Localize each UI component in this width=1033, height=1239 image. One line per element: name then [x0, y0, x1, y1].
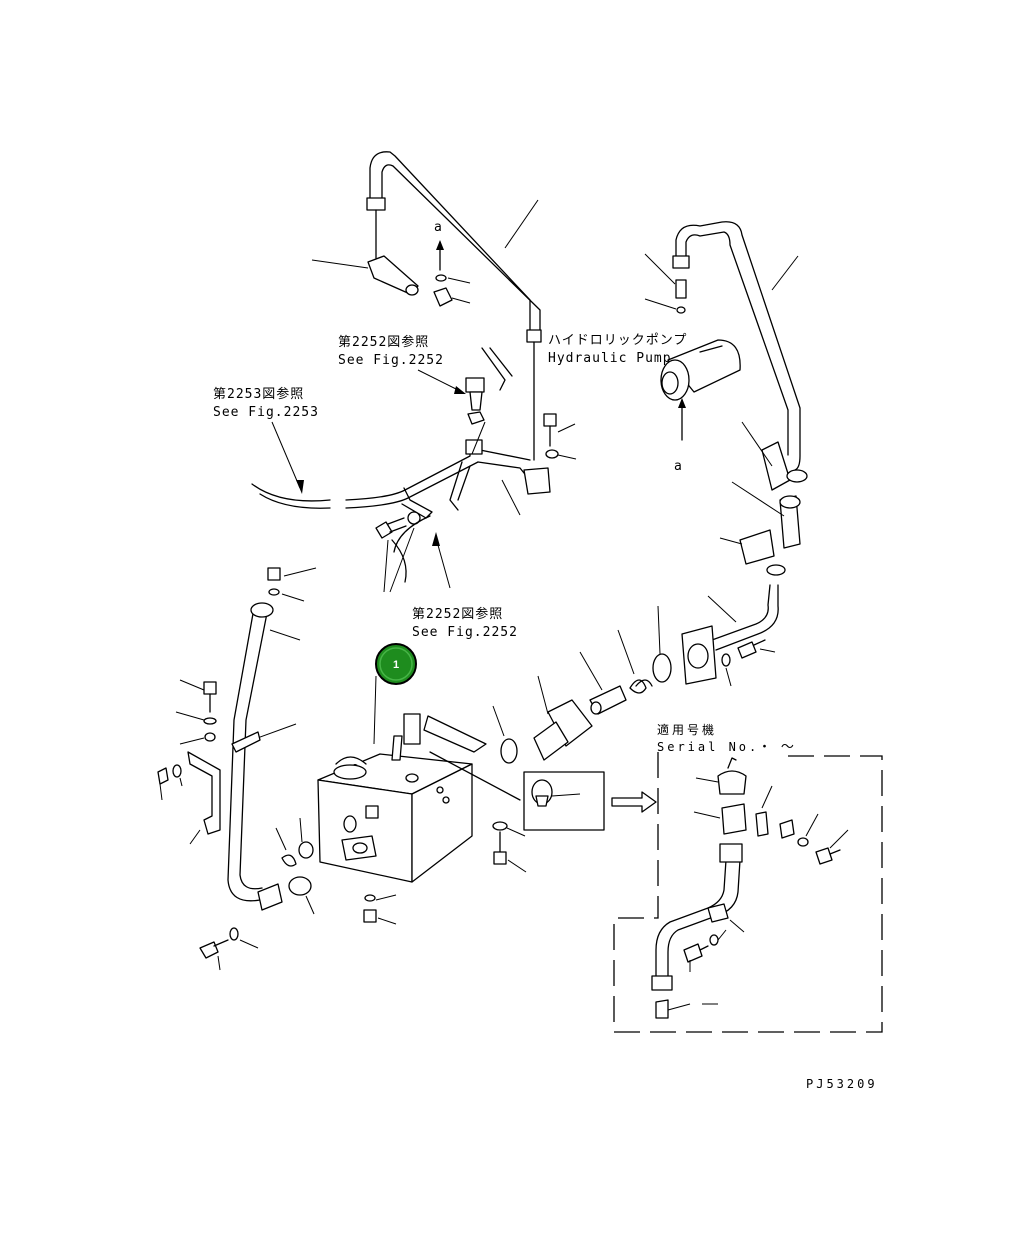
- sensor-detail: [523, 771, 657, 831]
- left-return-pipe: [227, 567, 317, 911]
- marker-a-top: a: [433, 220, 471, 307]
- callout-1-circle[interactable]: [375, 643, 417, 685]
- filter-components: [492, 605, 672, 764]
- hydraulic-pump: ハイドロリックポンプ Hydraulic Pump a: [548, 333, 741, 474]
- svg-text:第2252図参照: 第2252図参照: [338, 334, 429, 350]
- svg-text:See Fig.2253: See Fig.2253: [213, 405, 319, 420]
- upper-arch-pipe: [366, 151, 542, 461]
- hydraulic-tank: [317, 675, 521, 883]
- left-bottom-bolts: [199, 927, 259, 971]
- upper-right-pipe: [644, 221, 801, 471]
- svg-text:See Fig.2252: See Fig.2252: [338, 353, 444, 368]
- reference-fig2253: 第2253図参照 See Fig.2253: [213, 386, 319, 494]
- svg-text:See Fig.2252: See Fig.2252: [412, 625, 518, 640]
- tank-drain: [363, 894, 397, 925]
- central-manifold: [251, 421, 551, 519]
- svg-text:a: a: [434, 220, 443, 235]
- center-bolts: [375, 413, 577, 593]
- svg-text:Serial No.: Serial No.: [657, 740, 759, 754]
- serial-inset: 適用号機 Serial No. ・ ～: [613, 722, 883, 1033]
- tank-right-bolt: [492, 821, 527, 873]
- upper-valve-fitting: [311, 255, 419, 296]
- svg-text:・ ～: ・ ～: [758, 740, 795, 755]
- svg-text:第2253図参照: 第2253図参照: [213, 386, 304, 402]
- svg-text:ハイドロリックポンプ: ハイドロリックポンプ: [548, 333, 687, 348]
- right-hose-assembly: [719, 421, 808, 576]
- svg-text:Hydraulic Pump: Hydraulic Pump: [548, 351, 672, 366]
- left-bracket: [157, 679, 221, 845]
- svg-text:a: a: [674, 459, 683, 474]
- tank-side-plugs: [275, 817, 315, 915]
- callout-1-number[interactable]: 1: [393, 659, 399, 671]
- reference-fig2252-lower: 第2252図参照 See Fig.2252: [412, 606, 518, 640]
- svg-text:適用号機: 適用号機: [657, 722, 717, 737]
- drawing-code: PJ53209: [806, 1077, 878, 1091]
- callout-1[interactable]: 1: [375, 643, 417, 685]
- svg-text:第2252図参照: 第2252図参照: [412, 606, 503, 622]
- reference-fig2252-upper: 第2252図参照 See Fig.2252: [338, 334, 513, 425]
- flange-pipe: [681, 584, 779, 687]
